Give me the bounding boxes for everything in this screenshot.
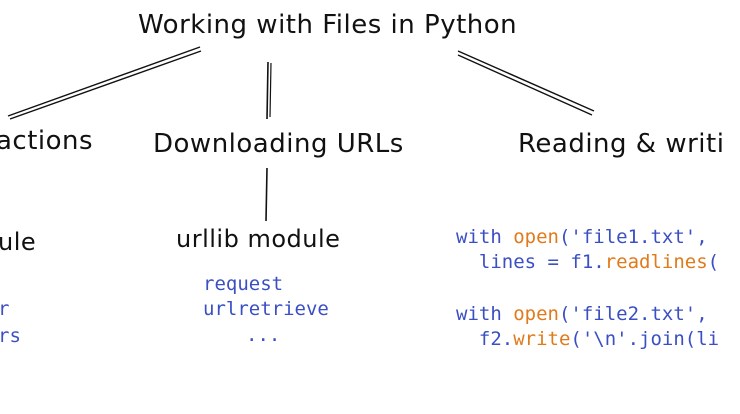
code-args: ('\n'.join(li xyxy=(570,328,720,350)
code-line-3: with open('file2.txt', xyxy=(456,303,719,325)
code-keyword: with xyxy=(456,303,514,325)
branch-middle-item-urlretrieve: urlretrieve xyxy=(203,298,329,320)
connector-left xyxy=(7,46,201,117)
branch-right-heading: Reading & writi xyxy=(518,129,725,159)
code-args: ('file2.txt', xyxy=(558,303,720,325)
page-title: Working with Files in Python xyxy=(138,10,518,40)
connector-middle-shadow xyxy=(269,62,272,118)
code-args: ('file1.txt', xyxy=(558,226,720,248)
branch-left-module: ule xyxy=(0,228,37,256)
code-function-open: open xyxy=(513,303,559,325)
connector-middle xyxy=(266,61,269,120)
branch-middle-item-ellipsis: ... xyxy=(246,324,281,346)
branch-left-item-1: r xyxy=(0,298,10,320)
connector-middle-sub xyxy=(265,167,268,222)
branch-middle-heading: Downloading URLs xyxy=(153,129,404,159)
branch-middle-module: urllib module xyxy=(176,225,341,253)
code-line-4: f2.write('\n'.join(li xyxy=(456,328,719,350)
code-keyword: with xyxy=(456,226,514,248)
code-line-1: with open('file1.txt', xyxy=(456,226,719,248)
connector-right-shadow xyxy=(457,54,593,116)
code-prefix: f2. xyxy=(456,328,514,350)
code-function-open: open xyxy=(513,226,559,248)
code-prefix: lines = f1. xyxy=(456,251,605,273)
branch-left-heading: actions xyxy=(0,126,94,156)
connector-right xyxy=(457,50,595,112)
code-args: ( xyxy=(707,251,720,273)
branch-left-item-2: rs xyxy=(0,325,21,347)
code-line-2: lines = f1.readlines( xyxy=(456,251,719,273)
code-function-write: write xyxy=(513,328,571,350)
code-function-readlines: readlines xyxy=(604,251,708,273)
branch-middle-item-request: request xyxy=(203,273,284,295)
connector-left-shadow xyxy=(9,50,202,120)
